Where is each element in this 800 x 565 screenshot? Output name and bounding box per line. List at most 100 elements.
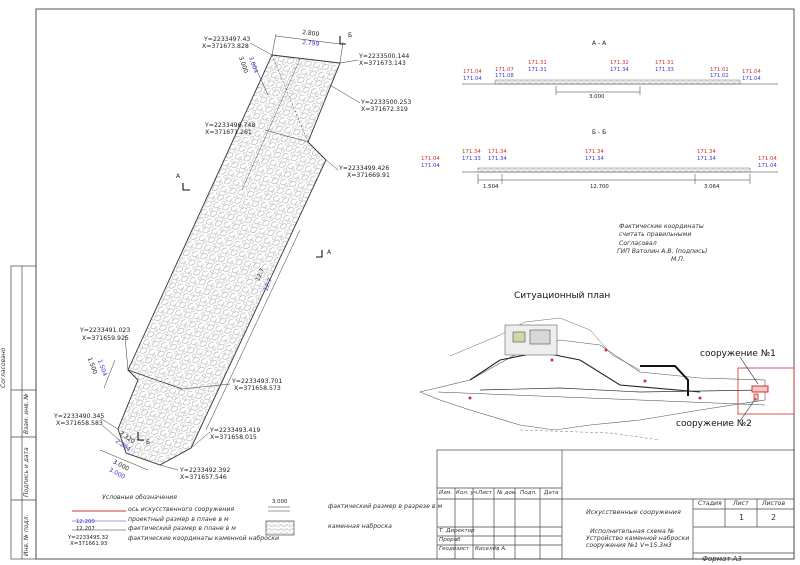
note-line-4: ГИП Ватолин А.В. (подпись) <box>617 248 708 255</box>
coord-p3-y: Y=2233500.253 <box>361 99 412 106</box>
stamp-row-surveyor: Геодезист <box>439 546 470 552</box>
coord-p4-y: Y=2233496.748 <box>205 122 256 129</box>
bb-mark-bot-2: 171.34 <box>488 156 507 162</box>
stamp-head-sheets: Листов <box>762 500 786 507</box>
legend-sample-x: X=371661.93 <box>70 541 108 547</box>
aa-mark-top-0: 171.04 <box>463 69 482 75</box>
legend-item-fact-size: фактический размер в плане в м <box>128 525 236 532</box>
aa-mark-top-3: 171.32 <box>610 60 629 66</box>
aa-mark-top-6: 171.04 <box>742 69 761 75</box>
coord-p1-y: Y=2233497.43 <box>204 36 251 43</box>
bb-mark-bot-3: 171.34 <box>585 156 604 162</box>
coord-p4-x: X=371671.261 <box>205 129 252 136</box>
stamp-desc-3: сооружения №1 V=15.3м3 <box>586 542 672 549</box>
bb-dimension-1: 12.700 <box>590 184 609 190</box>
section-aa-drawing <box>462 79 778 95</box>
coord-p9-y: Y=2233493.419 <box>210 427 261 434</box>
note-line-3: Согласовал <box>619 240 657 247</box>
section-bb-drawing <box>462 167 778 184</box>
bb-mark-top-5: 171.04 <box>758 156 777 162</box>
stamp-row-director: Т. Директор <box>439 528 475 534</box>
note-line-1: Фактические координаты <box>619 223 704 230</box>
coord-p8-x: X=371658.583 <box>56 420 103 427</box>
stamp-col-kol: Кол. уч. <box>456 490 479 496</box>
coord-p5-y: Y=2233499.426 <box>339 165 390 172</box>
coord-p3-x: X=371672.319 <box>361 106 408 113</box>
coord-leaders <box>99 42 361 471</box>
legend-item-fact-coords: фактические координаты каменной наброски <box>128 535 280 542</box>
stamp-desc-2: Устройство каменной наброски <box>586 535 690 542</box>
aa-mark-top-1: 171.07 <box>495 67 514 73</box>
side-strip <box>10 265 37 560</box>
cut-label-a-left: А <box>176 173 181 180</box>
bb-mark-top-0: 171.04 <box>421 156 440 162</box>
side-approved: Согласовано <box>0 347 7 388</box>
aa-mark-bot-2: 171.31 <box>528 67 547 73</box>
aa-mark-bot-6: 171.04 <box>742 76 761 82</box>
coord-p2-x: X=371673.143 <box>359 60 406 67</box>
stamp-value-sheets: 2 <box>771 513 777 522</box>
coord-p10-x: X=371657.546 <box>180 474 227 481</box>
stamp-head-sheet: Лист <box>733 500 749 507</box>
cut-label-b-bottom: Б <box>146 439 151 446</box>
legend-item-axis: ось искусственного сооружения <box>128 506 235 513</box>
bb-mark-bot-5: 171.04 <box>758 163 777 169</box>
aa-mark-bot-4: 171.33 <box>655 67 674 73</box>
stamp-head-stage: Стадия <box>698 500 722 507</box>
aa-mark-top-2: 171.31 <box>528 60 547 66</box>
side-sign-date: Подпись и дата <box>23 447 30 497</box>
stamp-col-izm: Изм. <box>439 490 453 496</box>
coord-p7-y: Y=2233493.701 <box>232 378 283 385</box>
coord-p8-y: Y=2233490.345 <box>54 413 105 420</box>
bb-mark-bot-1: 171.33 <box>462 156 481 162</box>
stamp-row-surveyor-name: Киселёв А. <box>475 546 507 552</box>
bb-mark-top-4: 171.34 <box>697 149 716 155</box>
bb-mark-bot-4: 171.34 <box>697 156 716 162</box>
aa-mark-bot-5: 171.02 <box>710 73 729 79</box>
stamp-desc-1: Исполнительная схема № <box>590 528 675 535</box>
legend-item-riprap: каменная наброска <box>328 523 392 530</box>
stamp-col-date: Дата <box>544 490 559 496</box>
legend-sample-dim: 3.000 <box>272 499 288 505</box>
cut-label-b-top: Б <box>348 32 353 39</box>
stamp-col-podp: Подп. <box>520 490 537 496</box>
bb-mark-top-2: 171.34 <box>488 149 507 155</box>
stamp-value-sheet: 1 <box>739 513 745 522</box>
legend-sample-top: 12.200 <box>76 519 95 525</box>
situation-plan <box>419 317 795 441</box>
stamp-col-doc: № док. <box>497 490 518 496</box>
legend-title: Условные обозначения <box>102 494 178 501</box>
sheet-frame <box>35 8 795 560</box>
coord-p2-y: Y=2233500.144 <box>359 53 410 60</box>
coord-p1-x: X=371673.828 <box>202 43 249 50</box>
note-line-5: М.П. <box>671 256 685 263</box>
stamp-format: Формат А3 <box>702 555 742 563</box>
stamp-row-foreman: Прораб <box>439 537 461 543</box>
legend-symbols <box>72 506 295 536</box>
aa-mark-bot-3: 171.34 <box>610 67 629 73</box>
coord-p6-x: X=371659.925 <box>82 335 129 342</box>
riprap-plan <box>117 54 341 466</box>
legend-sample-y: Y=2233495.32 <box>68 535 109 541</box>
coord-p9-x: X=371658.015 <box>210 434 257 441</box>
note-line-2: считать правильными <box>619 231 692 238</box>
side-replace-inv: Взам. инв. № <box>23 393 30 434</box>
section-bb-title: Б - Б <box>592 129 607 136</box>
situation-label-structure-2: сооружение №2 <box>676 419 752 429</box>
legend-item-design-size: проектный размер в плане в м <box>128 516 229 523</box>
title-block-grid <box>436 449 795 560</box>
coord-p7-x: X=371658.573 <box>234 385 281 392</box>
bb-mark-bot-0: 171.04 <box>421 163 440 169</box>
aa-mark-top-5: 171.01 <box>710 67 729 73</box>
aa-mark-top-4: 171.31 <box>655 60 674 66</box>
aa-mark-bot-1: 171.08 <box>495 73 514 79</box>
stamp-project: Искусственные сооружения <box>586 508 681 516</box>
section-aa-title: А - А <box>592 40 607 47</box>
coord-p6-y: Y=2233491.023 <box>80 327 131 334</box>
side-inv-original: Инв. № подл. <box>23 514 30 556</box>
bb-dimension-0: 1.504 <box>483 184 499 190</box>
legend-item-section-size: фактический размер в разрезе в м <box>328 503 443 510</box>
coord-p10-y: Y=2233492.392 <box>180 467 231 474</box>
